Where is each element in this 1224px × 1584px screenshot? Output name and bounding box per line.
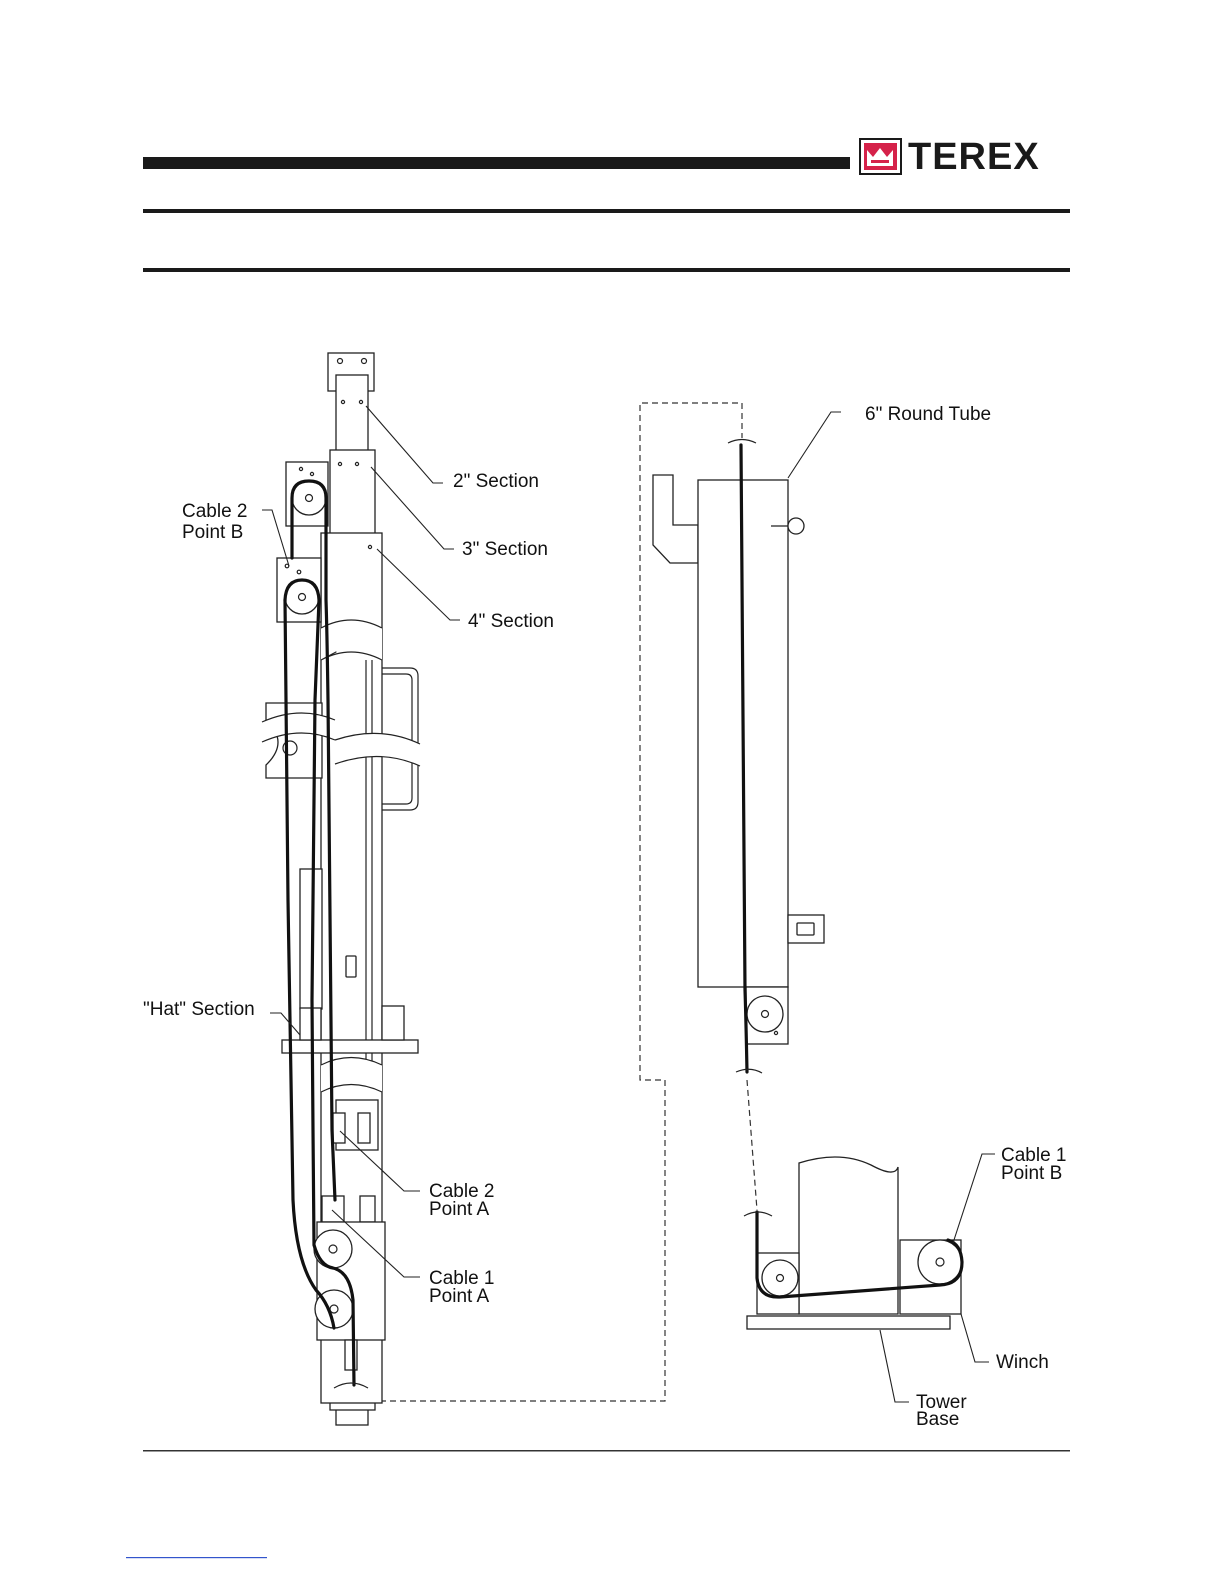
header-rule-bottom [143,268,1070,272]
label-cable2-point-b-line1: Cable 2 [182,501,248,522]
footer-link-underline [126,1557,267,1558]
footer-rule [143,1450,1070,1452]
terex-crown-logo-icon [860,139,901,174]
label-tower-base: Tower Base [916,1392,972,1430]
label-hat-section: "Hat" Section [143,999,255,1020]
label-cable2-point-a-line2: Point A [429,1199,490,1220]
label-4in-section: 4" Section [468,611,554,632]
label-cable2-point-a: Cable 2 Point A [429,1181,500,1220]
mast-assembly [262,353,420,1425]
label-cable1-point-a: Cable 1 Point A [429,1268,500,1307]
label-cable1-point-b: Cable 1 Point B [1001,1145,1072,1184]
label-cable1-point-a-line2: Point A [429,1286,490,1307]
tower-base-assembly [744,1157,962,1329]
label-winch: Winch [996,1352,1049,1373]
label-tower-base-line2: Base [916,1409,959,1430]
label-3in-section: 3" Section [462,539,548,560]
label-cable1-point-b-line2: Point B [1001,1163,1062,1184]
round-tube-assembly [653,440,824,1211]
label-cable2-point-b: Cable 2 Point B [182,501,253,543]
header-rule-top [143,209,1070,213]
brand-name: TEREX [908,136,1040,178]
label-2in-section: 2" Section [453,471,539,492]
header-thick-rule [143,157,850,169]
label-round-tube: 6" Round Tube [865,404,991,425]
label-cable2-point-b-line2: Point B [182,522,243,543]
